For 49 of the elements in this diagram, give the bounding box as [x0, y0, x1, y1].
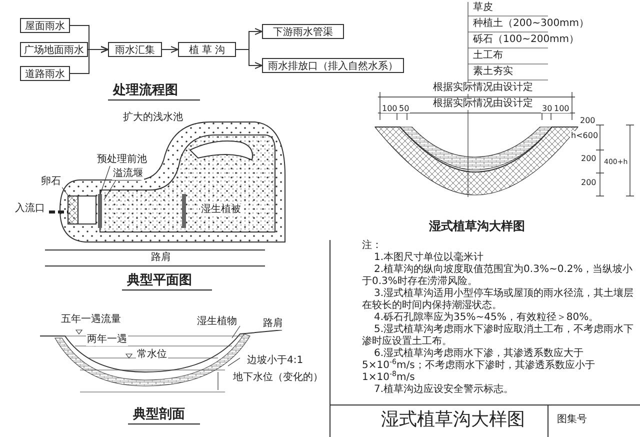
annotation-label: 入流口 [14, 203, 46, 214]
process-box: 下游雨水管渠 [262, 24, 344, 39]
annotation-label: 图集号 [556, 414, 588, 426]
process-box: 广场地面雨水 [20, 42, 88, 57]
note-text: 2.植草沟的纵向坡度取值范围宜为0.3%~0.2%，当纵坡小于0.3%时存在涝滞风险。 [362, 264, 634, 288]
annotation-label: 溢流堰 [112, 168, 144, 180]
note-text: 7.植草沟边应设安全警示标志。 [373, 384, 515, 396]
annotation-label: 边坡小于4:1 [246, 355, 304, 366]
annotation-label: 湿生植被 [200, 204, 242, 216]
note-text: 6.湿式植草沟考虑雨水下渗，其渗透系数应大于5×10$^{-6}$m/s；不考虑雨水下渗时，其渗透系数应小于1×10$^{-8}$m/s [362, 348, 596, 384]
process-box: 雨水排放口（排入自然水系） [262, 58, 404, 73]
annotation-label: 草皮 [472, 2, 494, 14]
annotation-label: 100 [553, 104, 570, 114]
notes-heading: 注： [362, 240, 383, 252]
annotation-label: 200 [580, 154, 598, 164]
note-text: 1.本图尺寸单位以毫米计 [373, 252, 485, 264]
process-box: 屋面雨水 [20, 18, 70, 33]
annotation-label: 预处理前池 [96, 154, 148, 166]
note-text: 5.湿式植草沟考虑雨水下渗时应取消土工布，不考虑雨水下渗时应设置土工布。 [362, 324, 635, 348]
annotation-label: 200 [579, 116, 596, 126]
annotation-label: 根据实际情况由设计定 [432, 98, 534, 110]
note-text: 3.湿式植草沟适用小型停车场或屋顶的雨水径流，其土壤层在较长的时间内保持潮湿状态。 [362, 288, 635, 312]
annotation-label: 路肩 [150, 252, 172, 264]
process-box: 雨水汇集 [108, 42, 162, 57]
annotation-label: 根据实际情况由设计定 [432, 82, 534, 94]
annotation-label: h<600 [570, 131, 600, 140]
drawing-title: 湿式植草沟大样图 [428, 220, 526, 234]
drawing-title: 典型平面图 [126, 274, 193, 289]
note-text: 4.砾石孔隙率应为35%~45%，有效粒径＞80%。 [373, 312, 600, 324]
process-box: 植 草 沟 [178, 42, 236, 57]
process-box: 道路雨水 [20, 66, 70, 81]
annotation-label: 50 [398, 104, 410, 114]
annotation-label: 常水位 [136, 349, 168, 360]
annotation-label: 路肩 [262, 318, 284, 330]
annotation-label: 五年一遇流量 [60, 314, 122, 326]
annotation-label: 30 [541, 104, 554, 114]
annotation-label: 两年一遇 [86, 334, 128, 346]
annotation-label: 土工布 [472, 50, 504, 62]
flow-arrow [70, 46, 108, 74]
annotation-label: 湿生植物 [196, 316, 238, 328]
annotation-label: 100 [381, 104, 398, 114]
drawing-title: 处理流程图 [112, 84, 179, 99]
drawing-title: 典型剖面 [132, 408, 186, 423]
annotation-label: 卵石 [40, 176, 62, 188]
annotation-label: 素土夯实 [472, 66, 514, 78]
flow-arrow [162, 46, 178, 53]
annotation-label: 扩大的浅水池 [122, 112, 184, 124]
flow-arrow [236, 49, 262, 69]
annotation-label: 200 [580, 178, 598, 188]
